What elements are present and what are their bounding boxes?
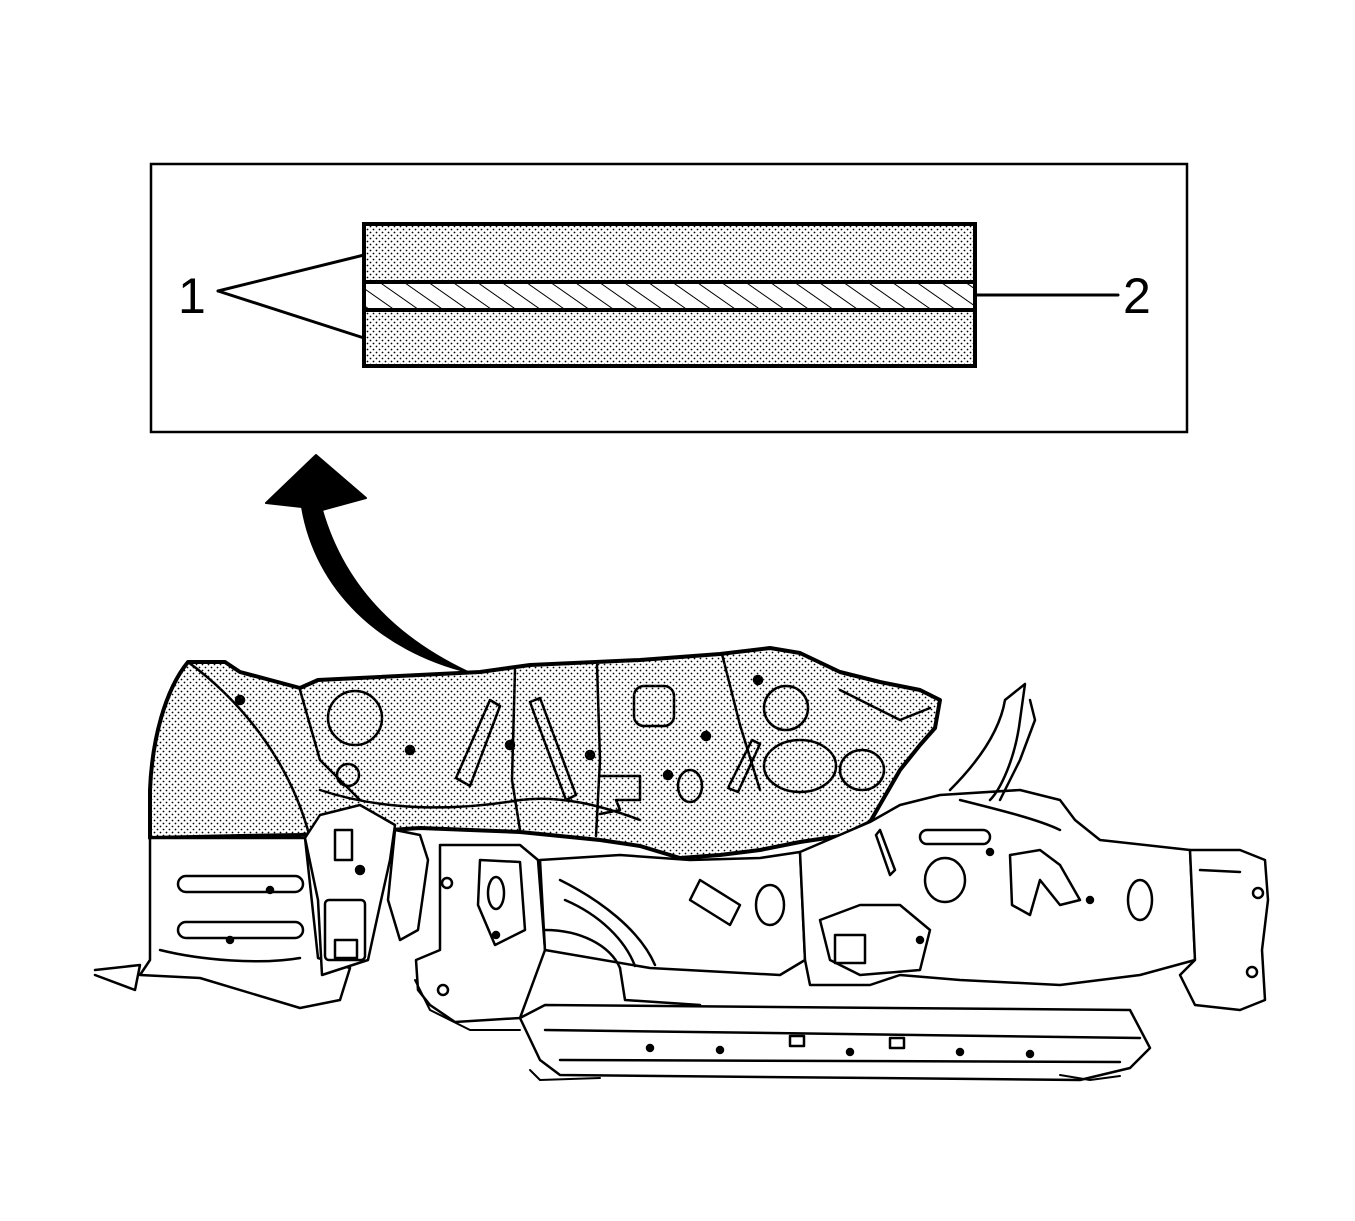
panel-crease: [594, 663, 602, 838]
panel-dot: [504, 739, 516, 751]
dash-panel-features: [186, 652, 932, 840]
detail-inset: 1 2: [149, 162, 1189, 434]
panel-hole: [335, 762, 361, 788]
panel-dot: [234, 694, 246, 706]
panel-crease: [838, 688, 932, 722]
panel-dot: [700, 730, 712, 742]
center-front-structure: [538, 850, 807, 1007]
panel-hole: [838, 748, 886, 792]
panel-dot: [584, 749, 596, 761]
panel-dot: [662, 769, 674, 781]
layer-cross-section: [362, 222, 977, 368]
panel-crease: [726, 738, 762, 794]
panel-hole: [676, 768, 704, 804]
lower-tie-bar: [518, 1003, 1152, 1082]
panel-hole: [326, 689, 384, 747]
panel-dot: [752, 674, 764, 686]
panel-crease: [318, 788, 642, 822]
panel-dot: [404, 744, 416, 756]
vehicle-front-structure: [93, 646, 1270, 1082]
callout-label-1: 1: [178, 268, 206, 324]
pillar-slot: [176, 920, 305, 940]
radiator-support: [414, 843, 547, 1024]
panel-opening: [632, 684, 676, 728]
panel-crease: [186, 660, 312, 840]
lower-edge-details: [414, 979, 1121, 1081]
left-strut-mount: [303, 803, 430, 977]
bottom-layer-sound-deadener: [362, 308, 977, 368]
pillar-slot: [176, 874, 305, 894]
panel-hole: [762, 738, 838, 794]
right-frame-rail: [798, 682, 1197, 987]
panel-crease: [720, 652, 762, 792]
leader-line-1-top: [216, 253, 366, 293]
dash-panel-sound-deadener: [148, 646, 942, 860]
panel-hole: [762, 684, 810, 732]
top-layer-sound-deadener: [362, 222, 977, 284]
right-radiator-support: [1178, 848, 1270, 1012]
panel-crease: [298, 688, 362, 802]
middle-layer-metal: [362, 280, 977, 312]
callout-label-2: 2: [1123, 268, 1151, 324]
panel-crease: [510, 668, 522, 832]
panel-crease: [528, 696, 578, 802]
leader-line-1-bottom: [216, 289, 366, 340]
panel-crease: [454, 698, 502, 788]
curved-arrow-icon: [265, 454, 469, 673]
left-hinge-pillar: [93, 836, 352, 1010]
